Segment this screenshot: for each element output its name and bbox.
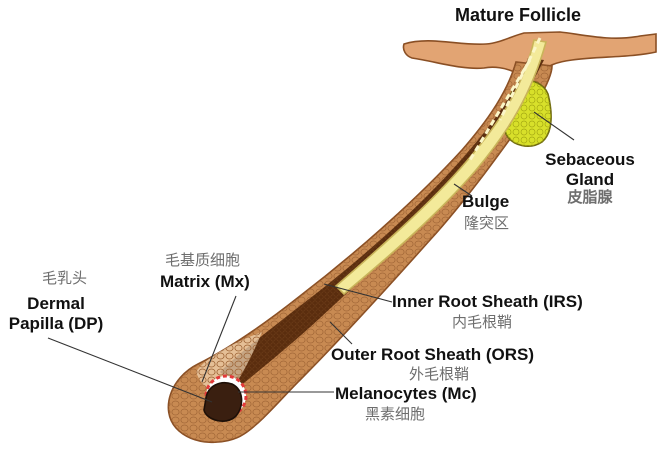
irs-label-zh: 内毛根鞘 — [452, 313, 513, 331]
dermal-papilla-label-line1: Dermal — [27, 294, 85, 313]
sebaceous-label-zh: 皮脂腺 — [567, 188, 613, 207]
dermal-papilla-shape — [203, 382, 243, 422]
matrix-label-zh: 毛基质细胞 — [165, 251, 241, 269]
melanocytes-label: Melanocytes (Mc) — [335, 384, 477, 403]
epidermis — [402, 31, 657, 75]
bulge-label-zh: 隆突区 — [464, 214, 510, 232]
irs-label: Inner Root Sheath (IRS) — [392, 292, 583, 311]
inner-root-sheath-shape — [220, 58, 544, 388]
dermal-papilla-label-line2: Papilla (DP) — [8, 313, 104, 333]
ors-label-zh: 外毛根鞘 — [409, 365, 470, 383]
melanocytes-label-zh: 黑素细胞 — [365, 405, 426, 423]
bulge-label: Bulge — [462, 192, 510, 211]
hair-shaft — [334, 37, 548, 296]
dermal-papilla-label: Dermal Papilla (DP) — [0, 294, 112, 333]
matrix-label: Matrix (Mx) — [160, 272, 250, 291]
diagram-title: Mature Follicle — [455, 5, 582, 25]
sebaceous-label: Sebaceous Gland 皮脂腺 — [530, 150, 650, 206]
leader-lines — [47, 111, 575, 403]
dermal-papilla-label-zh: 毛乳头 — [42, 269, 88, 287]
ors-label: Outer Root Sheath (ORS) — [331, 345, 535, 364]
sebaceous-label-line2: Gland — [565, 169, 615, 189]
sebaceous-label-line1: Sebaceous — [545, 150, 635, 169]
